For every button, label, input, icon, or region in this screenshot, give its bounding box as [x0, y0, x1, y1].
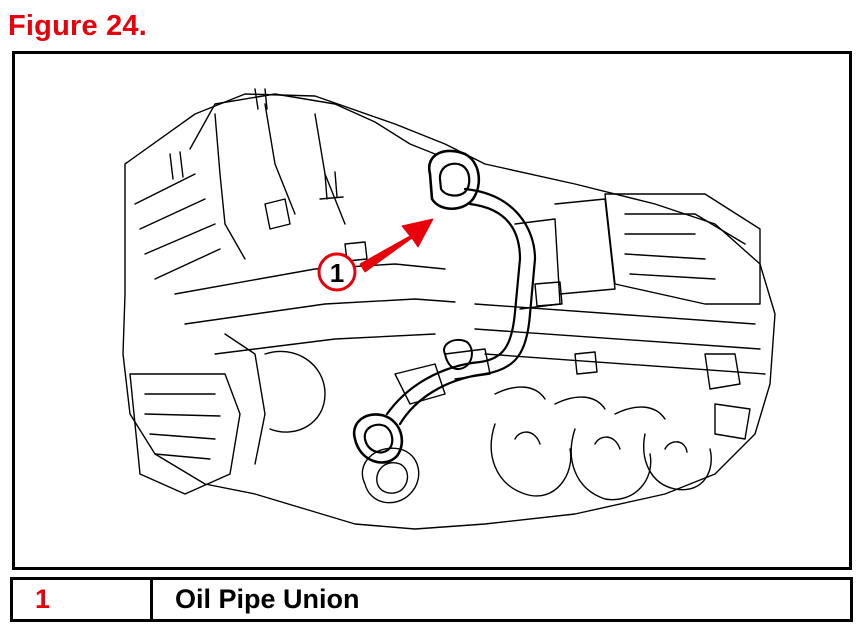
- legend-number: 1: [13, 580, 153, 619]
- illustration-frame: 1: [12, 51, 852, 570]
- figure-title: Figure 24.: [8, 10, 147, 42]
- legend-table: 1 Oil Pipe Union: [10, 577, 853, 622]
- engine-line-drawing: 1: [122, 88, 776, 530]
- callout-circle: [317, 252, 357, 292]
- legend-label: Oil Pipe Union: [175, 584, 360, 614]
- callout-number: 1: [330, 258, 344, 288]
- callout-arrow: [359, 218, 434, 273]
